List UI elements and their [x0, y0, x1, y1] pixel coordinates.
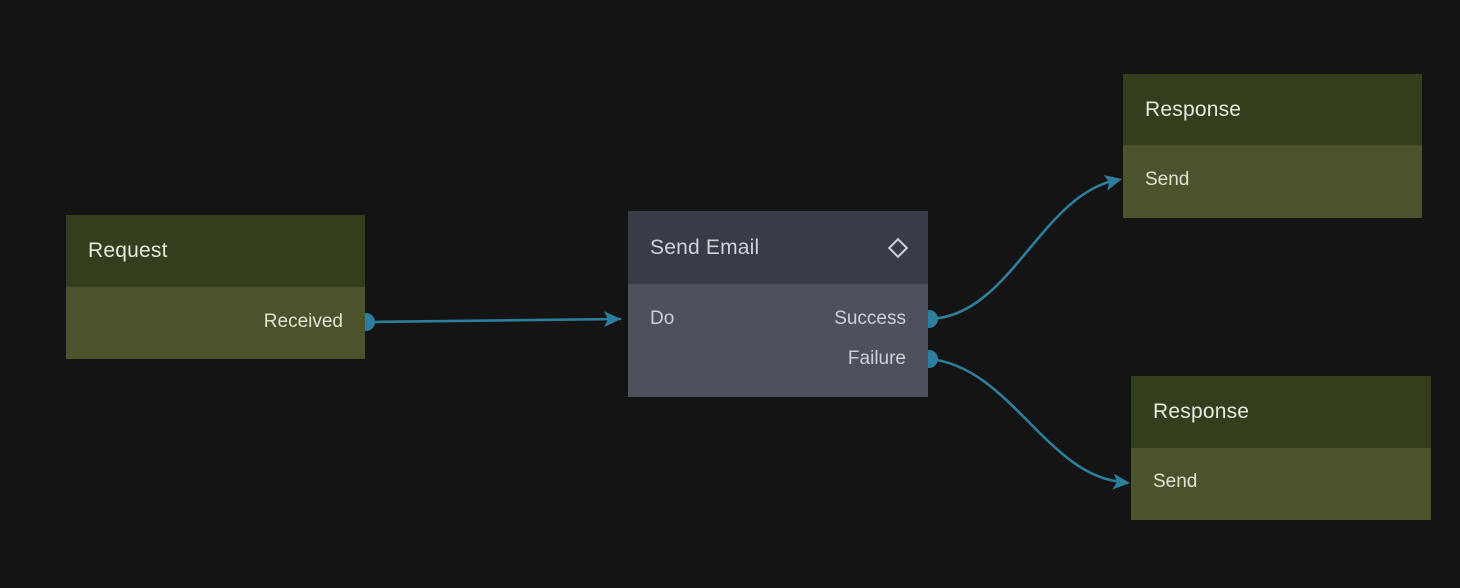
edge-arrowhead	[1103, 175, 1122, 191]
node-body[interactable]: Send	[1131, 448, 1431, 520]
node-body[interactable]: Received	[66, 287, 365, 359]
node-body[interactable]: Send	[1123, 145, 1422, 218]
input-port-do[interactable]: Do	[650, 307, 674, 331]
input-port-send[interactable]: Send	[1145, 168, 1189, 192]
node-title: Response	[1153, 400, 1250, 423]
edge-arrowhead	[603, 311, 621, 328]
port-label: Send	[1153, 471, 1198, 492]
output-port-failure[interactable]: Failure	[848, 347, 906, 371]
node-send-email[interactable]: Send Email Do Success Failure	[628, 211, 928, 397]
node-header[interactable]: Request	[66, 215, 365, 287]
node-header[interactable]: Response	[1131, 376, 1431, 448]
port-label: Do	[650, 308, 675, 329]
node-body[interactable]: Do Success Failure	[628, 284, 928, 397]
edge[interactable]	[927, 357, 1126, 484]
node-response-failure[interactable]: Response Send	[1131, 376, 1431, 520]
edge[interactable]	[364, 317, 622, 324]
output-port-success[interactable]: Success	[834, 307, 906, 331]
output-port-received[interactable]: Received	[264, 310, 343, 334]
input-port-send[interactable]: Send	[1153, 470, 1197, 494]
port-label: Received	[263, 311, 343, 332]
edge-arrowhead	[1112, 473, 1130, 490]
node-response-success[interactable]: Response Send	[1123, 74, 1422, 218]
port-label: Failure	[847, 348, 906, 369]
node-header[interactable]: Send Email	[628, 211, 928, 284]
node-header[interactable]: Response	[1123, 74, 1422, 145]
diamond-icon	[887, 237, 909, 258]
node-request[interactable]: Request Received	[66, 215, 365, 359]
node-title: Response	[1145, 97, 1242, 121]
edge[interactable]	[927, 178, 1118, 321]
node-title: Send Email	[650, 235, 760, 259]
node-title: Request	[88, 239, 168, 262]
port-label: Send	[1145, 169, 1190, 190]
port-label: Success	[834, 308, 906, 329]
